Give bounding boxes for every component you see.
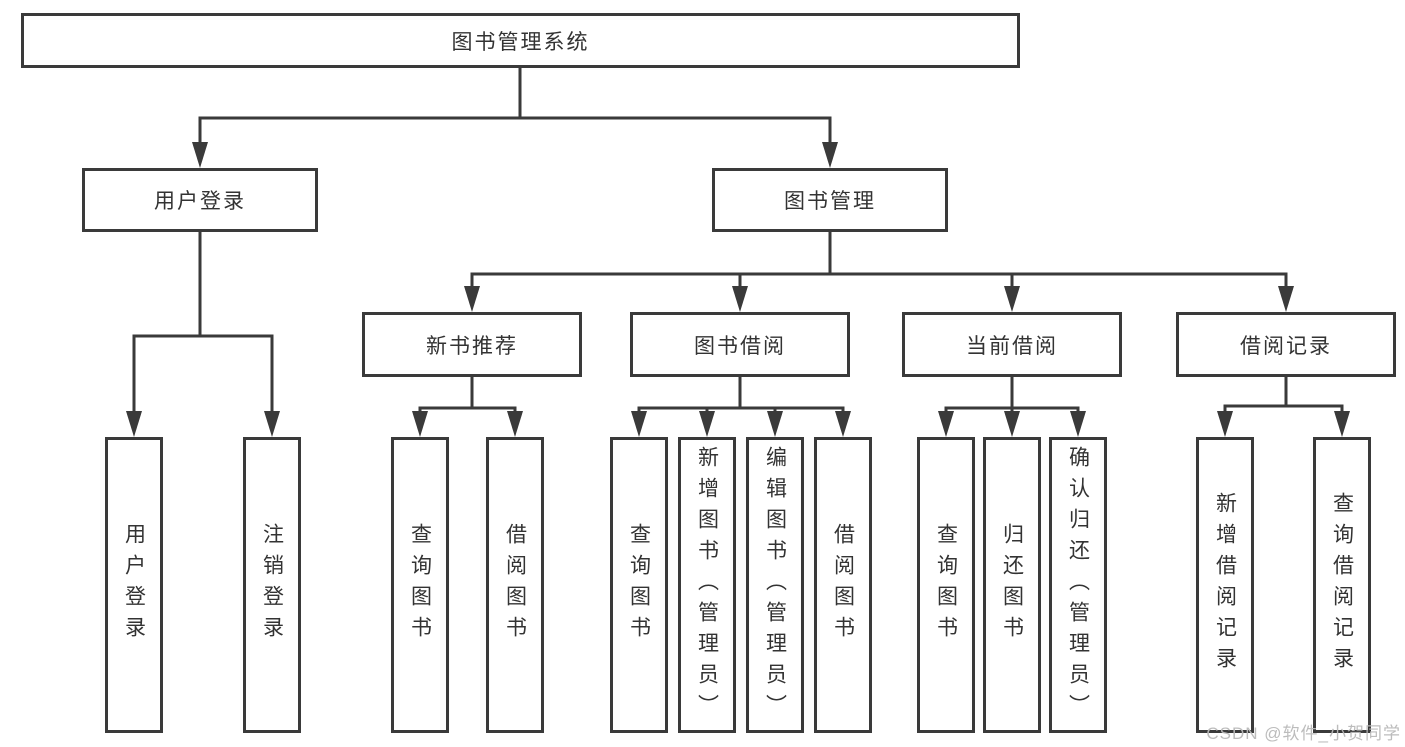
leaf-borrowing-edit-books-admin-label: 编辑图书（管理员） [763,445,787,725]
connector-current-children [938,377,1086,437]
node-root: 图书管理系统 [21,13,1020,68]
leaf-newbook-query-books-label: 查询图书 [408,523,432,647]
leaf-current-confirm-return-admin: 确认归还（管理员） [1049,437,1107,733]
node-user-login: 用户登录 [82,168,318,232]
node-current-borrowing: 当前借阅 [902,312,1122,377]
node-user-login-label: 用户登录 [154,190,246,213]
node-book-borrowing: 图书借阅 [630,312,850,377]
connector-user-login-children [126,232,280,437]
node-borrowing-records-label: 借阅记录 [1240,334,1332,358]
connector-book-management-children [464,232,1294,312]
leaf-borrowing-add-books-admin-label: 新增图书（管理员） [695,445,719,725]
leaf-newbook-borrow-books: 借阅图书 [486,437,544,733]
node-new-book-recommend: 新书推荐 [362,312,582,377]
node-book-management: 图书管理 [712,168,948,232]
connector-root-to-level2 [192,68,838,168]
leaf-current-query-books: 查询图书 [917,437,975,733]
leaf-records-add-record: 新增借阅记录 [1196,437,1254,733]
leaf-user-login-label: 用户登录 [122,523,146,647]
node-current-borrowing-label: 当前借阅 [966,334,1058,358]
leaf-current-query-books-label: 查询图书 [934,523,958,647]
leaf-borrowing-add-books-admin: 新增图书（管理员） [678,437,736,733]
leaf-user-login: 用户登录 [105,437,163,733]
leaf-records-add-record-label: 新增借阅记录 [1213,492,1237,678]
leaf-logout-label: 注销登录 [260,523,284,647]
leaf-borrowing-borrow-books-label: 借阅图书 [831,523,855,647]
leaf-records-query-record-label: 查询借阅记录 [1330,492,1354,678]
watermark: CSDN @软件_小贺同学 [1206,724,1401,743]
leaf-current-confirm-return-admin-label: 确认归还（管理员） [1066,445,1090,725]
node-new-book-recommend-label: 新书推荐 [426,334,518,358]
connector-records-children [1217,377,1350,437]
leaf-borrowing-edit-books-admin: 编辑图书（管理员） [746,437,804,733]
leaf-borrowing-borrow-books: 借阅图书 [814,437,872,733]
node-book-borrowing-label: 图书借阅 [694,334,786,358]
node-borrowing-records: 借阅记录 [1176,312,1396,377]
leaf-logout: 注销登录 [243,437,301,733]
leaf-records-query-record: 查询借阅记录 [1313,437,1371,733]
leaf-borrowing-query-books: 查询图书 [610,437,668,733]
node-root-label: 图书管理系统 [451,30,590,54]
leaf-current-return-books: 归还图书 [983,437,1041,733]
leaf-borrowing-query-books-label: 查询图书 [627,523,651,647]
connector-borrowing-children [631,377,851,437]
connector-new-book-children [412,377,523,437]
leaf-newbook-query-books: 查询图书 [391,437,449,733]
node-book-management-label: 图书管理 [784,190,876,213]
leaf-newbook-borrow-books-label: 借阅图书 [503,523,527,647]
leaf-current-return-books-label: 归还图书 [1000,523,1024,647]
